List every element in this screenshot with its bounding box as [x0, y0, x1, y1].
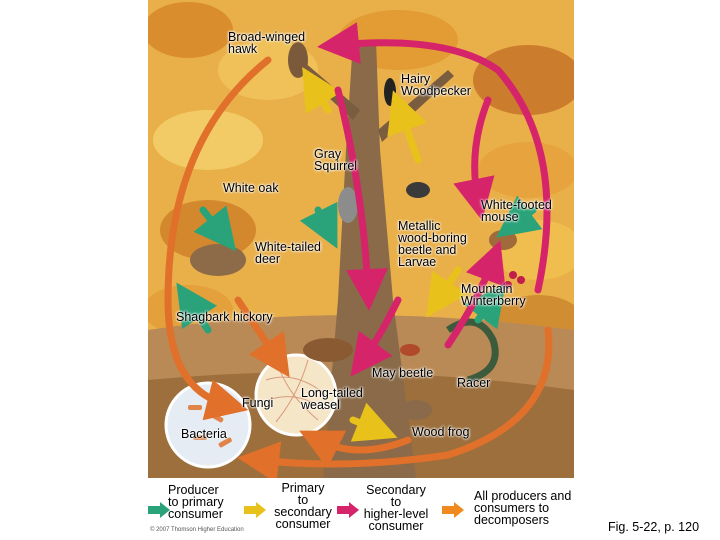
primary-consumer-arrows [302, 66, 468, 442]
weasel-figure [303, 338, 353, 362]
winterberry-figure [504, 271, 525, 289]
mouse-label: White-footed mouse [481, 198, 552, 224]
frog-figure [400, 400, 432, 420]
hawk-label: Broad-winged hawk [228, 30, 306, 56]
legend-producer-label: Producer to primary consumer [168, 483, 224, 521]
secondary-arrow-icon [337, 502, 359, 518]
forest-food-web-illustration [143, 0, 583, 484]
producer-arrow-icon [148, 502, 170, 518]
may-beetle-label: May beetle [372, 366, 434, 380]
decomposer-arrows [164, 56, 553, 484]
hickory-label: Shagbark hickory [176, 310, 273, 324]
decomposer-arrow-icon [442, 502, 464, 518]
bacteria-label: Bacteria [181, 427, 227, 441]
legend-decomposer-label: All producers and consumers to decompose… [474, 489, 572, 527]
oak-label: White oak [223, 181, 279, 195]
may-beetle-figure [400, 344, 420, 356]
beetle-figure [406, 182, 430, 198]
legend-secondary-label: Secondary to higher-level consumer [363, 483, 429, 533]
copyright-text: © 2007 Thomson Higher Education [150, 527, 244, 533]
woodpecker-figure [384, 78, 396, 106]
mouse-figure [489, 230, 517, 250]
beetle-label: Metallic wood-boring beetle and Larvae [398, 219, 467, 269]
secondary-consumer-arrows [317, 22, 551, 377]
winterberry-label: Mountain Winterberry [461, 282, 526, 308]
racer-label: Racer [457, 376, 491, 390]
deer-label: White-tailed deer [255, 240, 321, 266]
fungi-label: Fungi [242, 396, 274, 410]
woodpecker-label: Hairy Woodpecker [401, 72, 471, 98]
squirrel-label: Gray Squirrel [314, 147, 358, 173]
squirrel-figure [338, 187, 358, 223]
weasel-label: Long-tailed weasel [301, 386, 363, 412]
primary-arrow-icon [244, 502, 266, 518]
tree-trunk [323, 40, 416, 478]
legend-primary-label: Primary to secondary consumer [274, 481, 332, 531]
frog-label: Wood frog [412, 425, 470, 439]
deer-figure [190, 244, 246, 276]
figure-caption: Fig. 5-22, p. 120 [608, 520, 700, 534]
producer-arrows [176, 195, 543, 334]
